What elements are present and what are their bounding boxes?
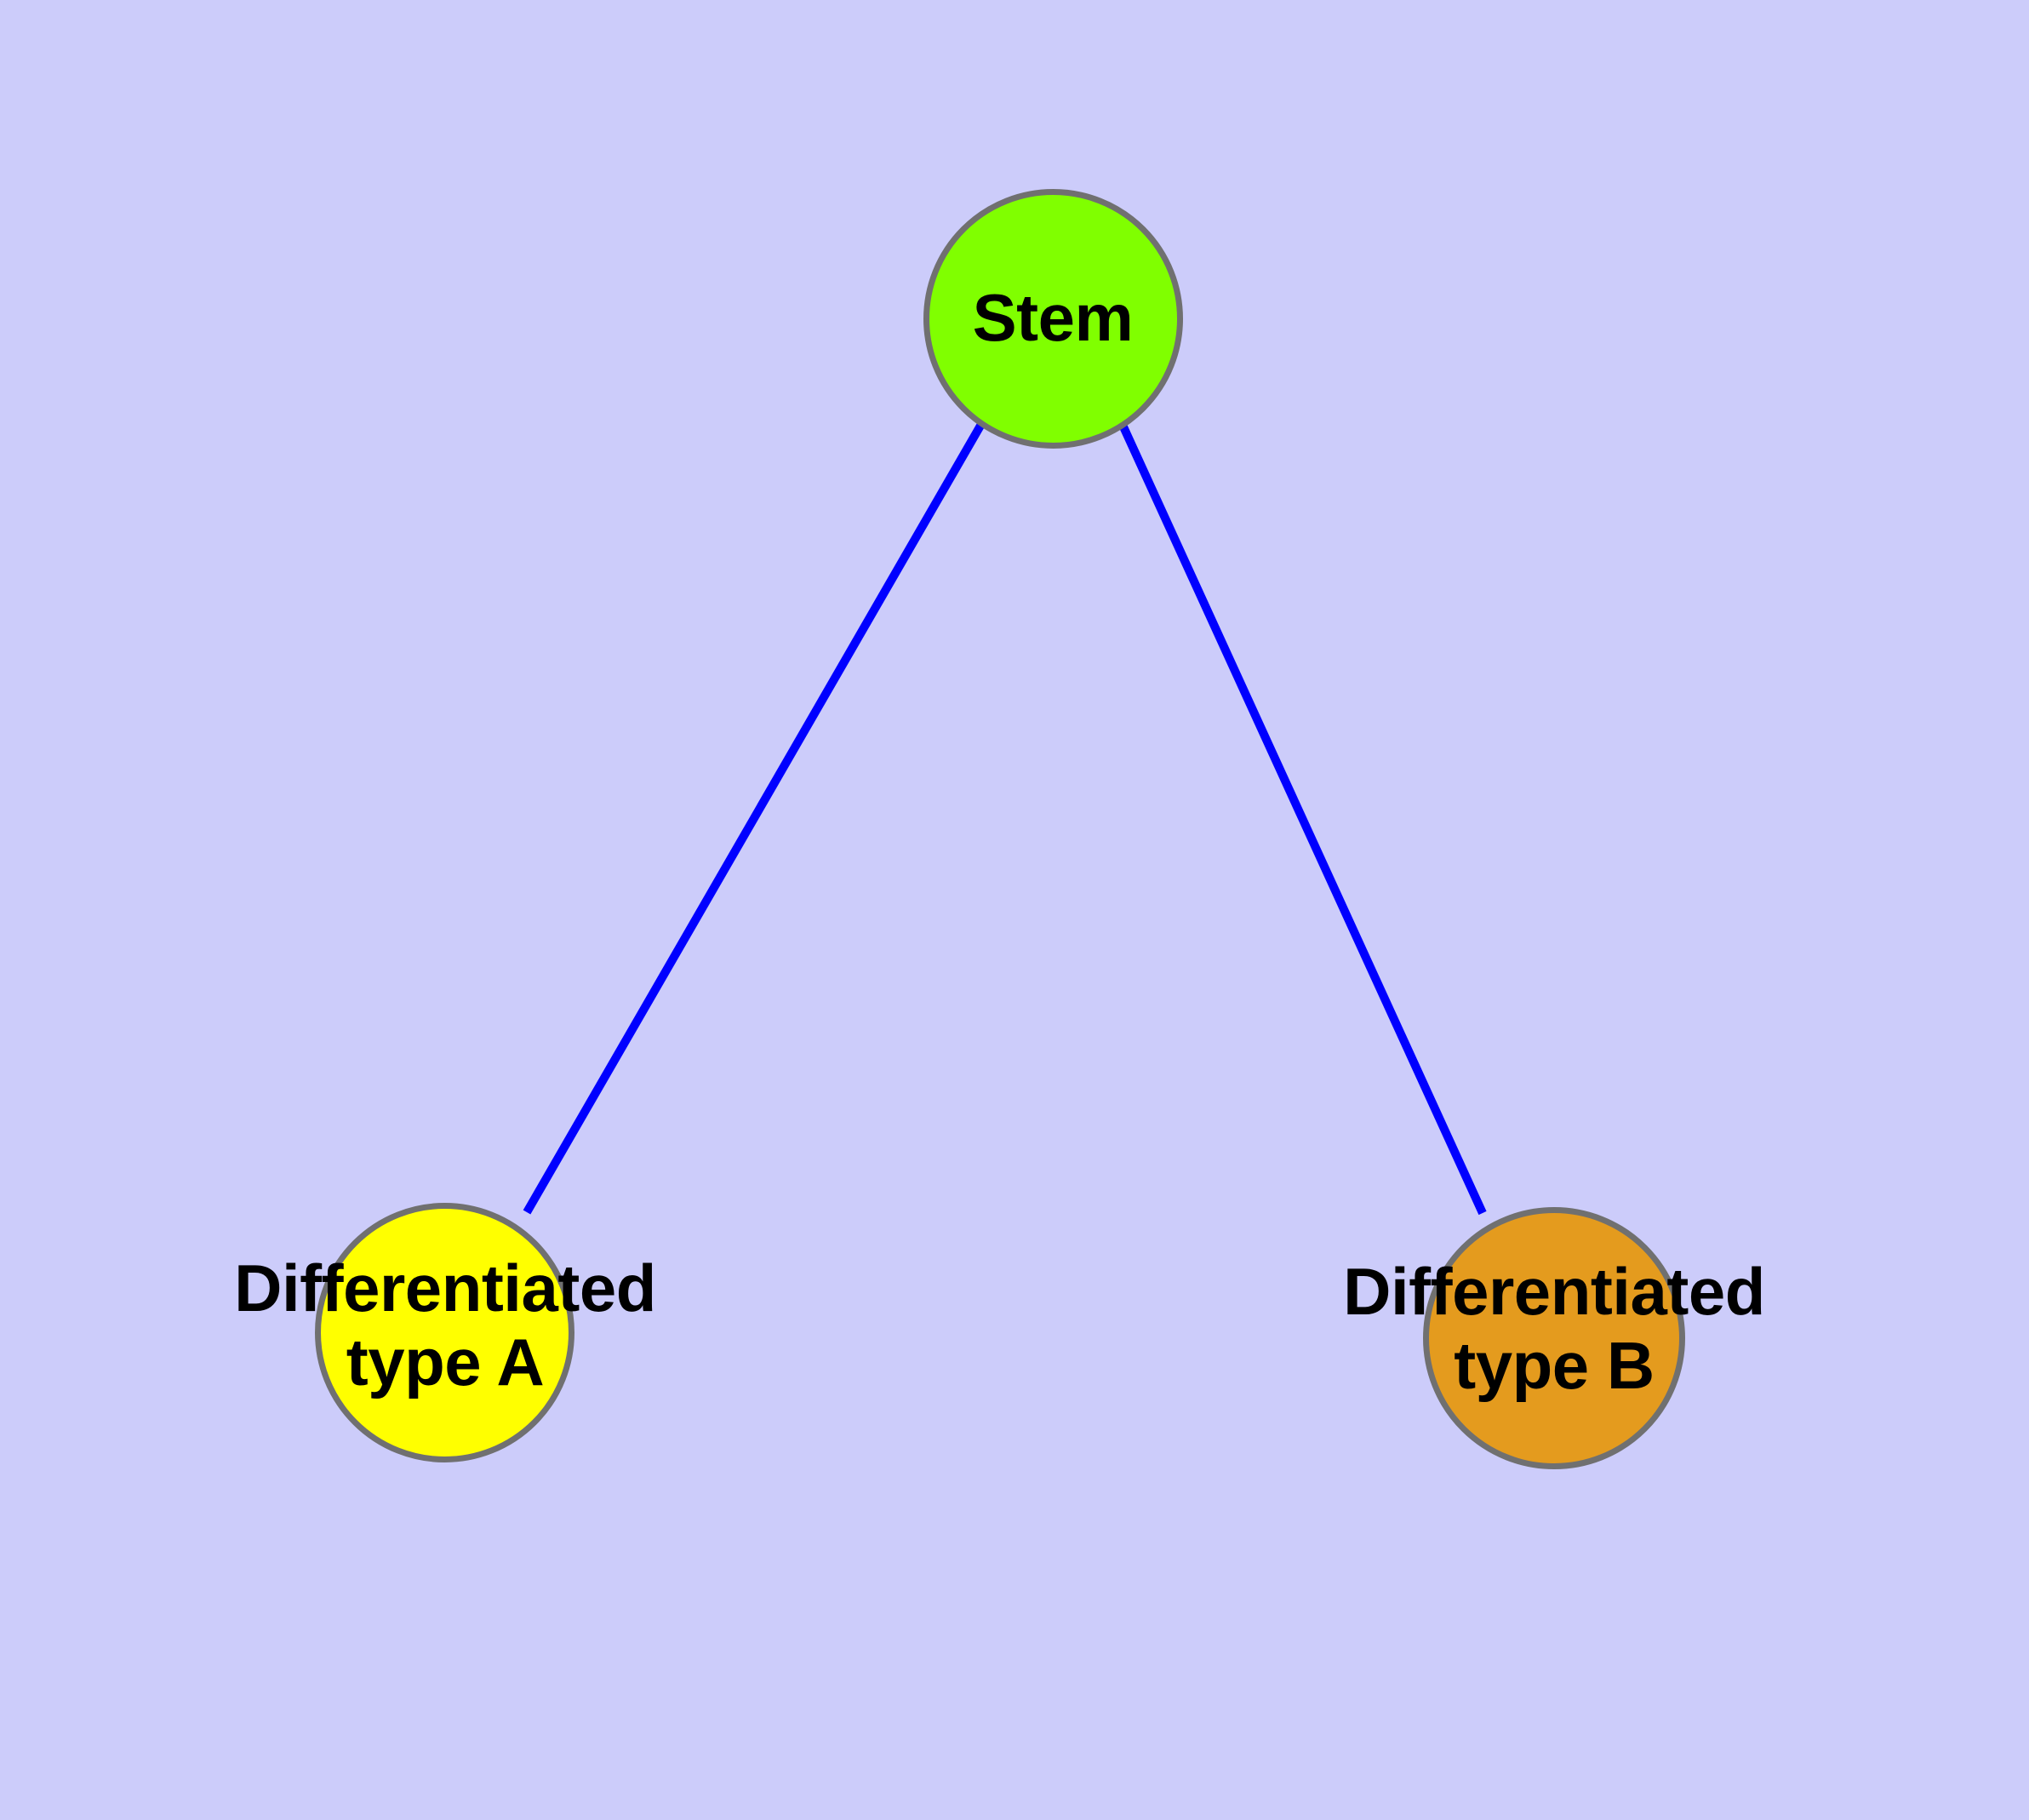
edge-stem-to-diff-b [1117, 421, 1487, 1216]
edge-stem-to-diff-a [523, 423, 985, 1215]
node-differentiated-type-b[interactable] [1423, 1207, 1685, 1469]
node-stem[interactable] [923, 189, 1183, 449]
node-differentiated-type-a[interactable] [315, 1203, 574, 1462]
